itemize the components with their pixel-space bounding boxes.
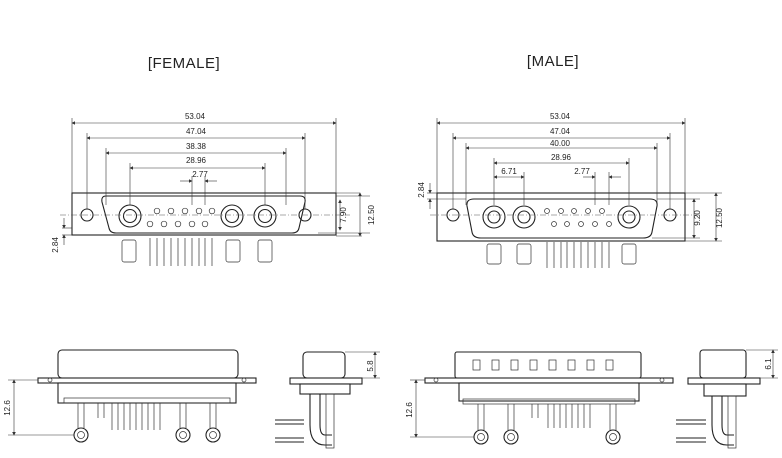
female-dim-1250: 12.50 (367, 204, 376, 225)
female-title: [FEMALE] (148, 55, 220, 72)
female-dim-47: 47.04 (186, 127, 207, 136)
male-title: [MALE] (527, 53, 579, 70)
female-dim-38: 38.38 (186, 142, 207, 151)
female-dim-277: 2.77 (192, 170, 208, 179)
male-dim-920: 9.20 (693, 210, 702, 226)
male-dim-277: 2.77 (574, 167, 590, 176)
male-dim-47: 47.04 (550, 127, 571, 136)
male-dim-40: 40.00 (550, 139, 571, 148)
female-front-view: 53.04 47.04 38.38 28.96 2.77 7.90 12.50 … (51, 112, 376, 266)
female-side-elevation: 12.6 (3, 349, 257, 443)
male-dim-284: 2.84 (417, 182, 426, 198)
male-side-dim: 6.1 (764, 358, 773, 370)
female-dim-790: 7.90 (339, 207, 348, 223)
female-side-height: 12.6 (3, 400, 12, 416)
female-dim-53: 53.04 (185, 112, 206, 121)
male-dim-671: 6.71 (501, 167, 517, 176)
female-side-dim: 5.8 (366, 360, 375, 372)
male-dim-28: 28.96 (551, 153, 572, 162)
female-dim-28: 28.96 (186, 156, 207, 165)
male-side-height: 12.6 (405, 402, 414, 418)
female-dim-284: 2.84 (51, 237, 60, 253)
male-dim-1250: 12.50 (715, 207, 724, 228)
female-right-profile: 5.8 (275, 351, 380, 449)
male-front-view: 53.04 47.04 40.00 28.96 6.71 2.77 2.84 9… (417, 112, 724, 268)
male-side-elevation: 12.6 (405, 351, 674, 445)
male-dim-53: 53.04 (550, 112, 571, 121)
male-right-profile: 6.1 (676, 349, 778, 449)
